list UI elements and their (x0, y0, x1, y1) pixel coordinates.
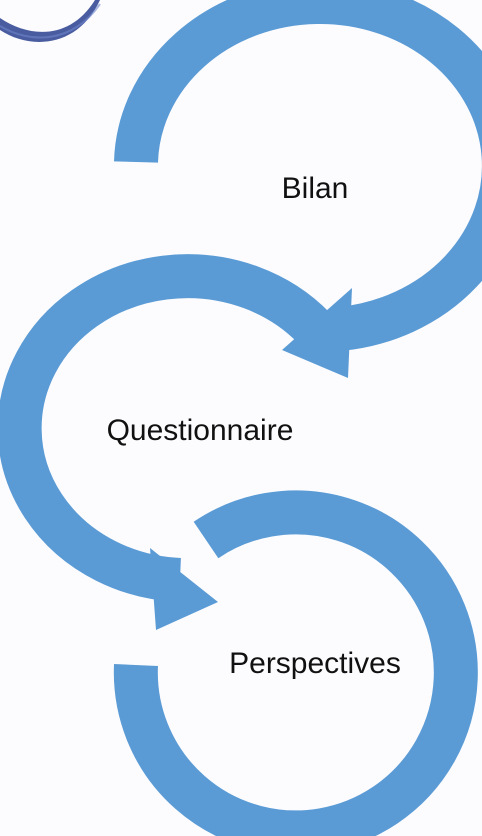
step-label-perspectives: Perspectives (229, 647, 401, 680)
step-label-questionnaire: Questionnaire (107, 414, 294, 447)
cycle-arrow-2 (0, 254, 330, 630)
logo-fragment-icon (0, 0, 101, 42)
cycle-arrow-3 (113, 490, 478, 836)
step-label-bilan: Bilan (282, 172, 349, 205)
cycle-arrow-1 (114, 0, 482, 378)
